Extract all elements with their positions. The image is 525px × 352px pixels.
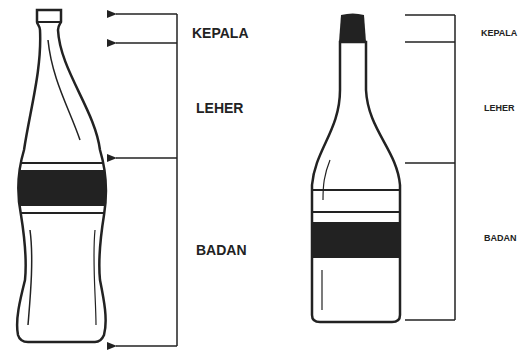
part-label: BADAN (484, 234, 517, 243)
part-label: KEPALA (481, 29, 517, 38)
part-label: LEHER (484, 104, 515, 113)
part-label: BADAN (196, 243, 247, 257)
part-label: LEHER (196, 101, 243, 115)
part-label: KEPALA (192, 26, 249, 40)
